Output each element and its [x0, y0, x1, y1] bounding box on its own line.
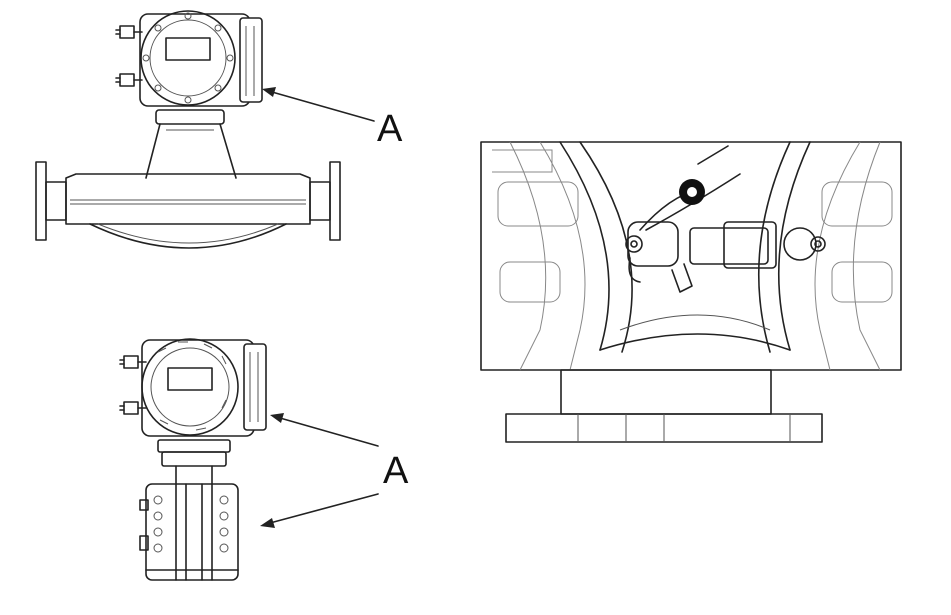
bottom-callout-arrow-upper [270, 413, 379, 447]
top-transmitter-housing [115, 10, 263, 107]
bottom-transmitter-housing [119, 338, 267, 437]
top-callout-arrow [262, 87, 375, 122]
bottom-callout-arrow-lower [260, 493, 379, 528]
callout-label-a-top: A [377, 108, 403, 150]
bottom-sensor-body [139, 483, 239, 581]
top-sensor-body [35, 161, 341, 249]
detail-view [480, 141, 902, 443]
callout-label-a-bottom: A [383, 450, 409, 492]
bottom-flowmeter [119, 338, 379, 581]
top-neck [145, 109, 237, 179]
top-flowmeter [35, 10, 375, 249]
